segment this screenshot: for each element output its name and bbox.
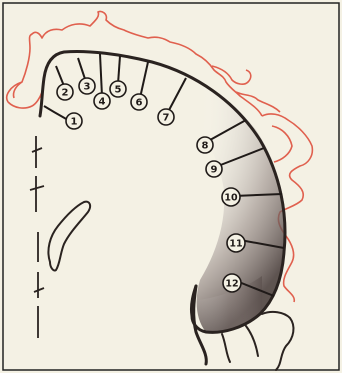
marker-label: 11 [229, 239, 242, 250]
marker-12: 12 [223, 274, 241, 292]
marker-label: 10 [224, 193, 238, 204]
marker-11: 11 [227, 234, 245, 252]
marker-label: 6 [136, 98, 143, 109]
marker-label: 2 [62, 88, 69, 99]
marker-4: 4 [94, 93, 110, 109]
marker-3: 3 [79, 78, 95, 94]
marker-label: 4 [99, 97, 106, 108]
marker-10: 10 [222, 188, 240, 206]
marker-label: 7 [163, 113, 170, 124]
marker-label: 3 [84, 82, 91, 93]
marker-1: 1 [66, 113, 82, 129]
marker-label: 12 [225, 279, 238, 290]
marker-5: 5 [110, 81, 126, 97]
marker-7: 7 [158, 109, 174, 125]
marker-2: 2 [57, 84, 73, 100]
marker-label: 8 [202, 141, 209, 152]
marker-label: 1 [71, 117, 78, 128]
marker-9: 9 [206, 161, 222, 177]
marker-6: 6 [131, 94, 147, 110]
marker-label: 9 [211, 165, 218, 176]
marker-8: 8 [197, 137, 213, 153]
marker-label: 5 [115, 85, 122, 96]
